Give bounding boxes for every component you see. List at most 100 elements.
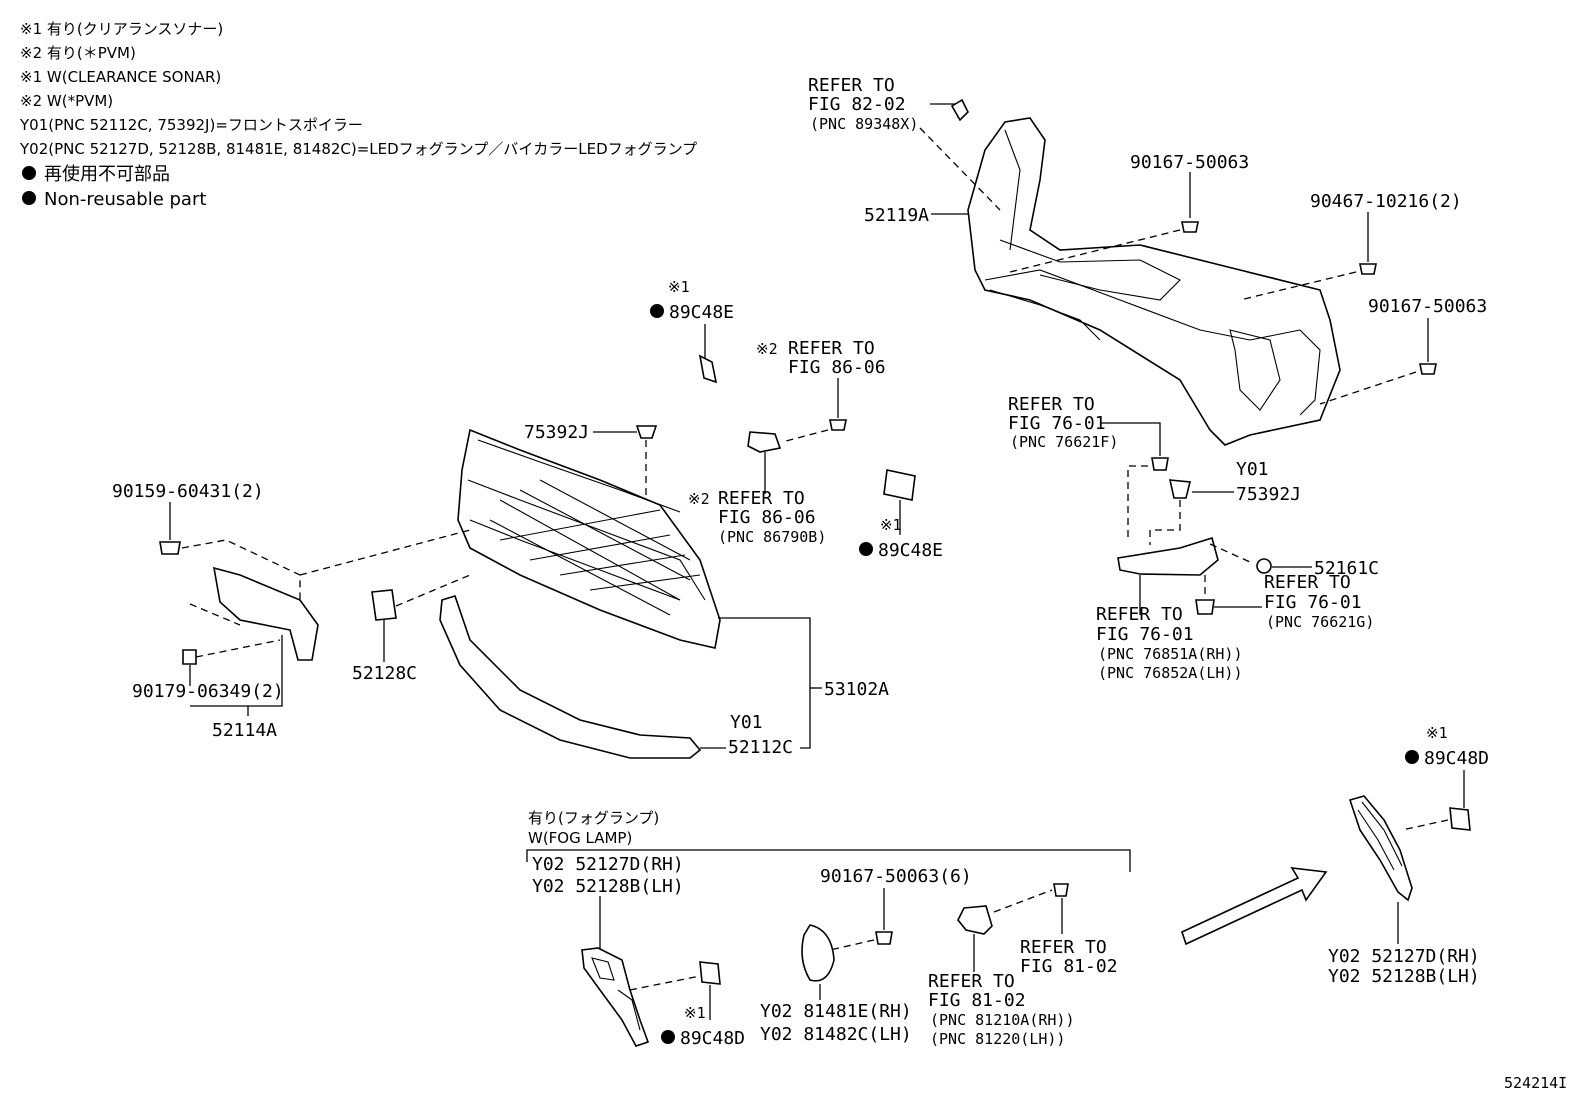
leader-90467-dash	[1239, 271, 1357, 301]
refer-76c-line4: (PNC 76852A(LH))	[1098, 664, 1243, 682]
bracket-89C48D-b-drawing	[699, 961, 721, 985]
refer-81a-line2: FIG 81-02	[1020, 956, 1118, 977]
note-1: ※1 有り(クリアランスソナー)	[20, 20, 223, 38]
part-90159-60431-label: 90159-60431(2)	[112, 481, 264, 502]
cap-52128C-drawing	[371, 589, 397, 621]
leader-75392J-b-dash	[1149, 500, 1181, 545]
refer-82-line2: FIG 82-02	[808, 94, 906, 115]
non-reusable-dot-icon	[661, 1030, 675, 1044]
leader-90159-dash	[181, 539, 301, 610]
fog-bezel-52127D-drawing	[581, 947, 650, 1047]
leader-52114A-dash	[189, 603, 241, 626]
marker-s1-b: ※1	[880, 516, 902, 534]
clip-75392J-b-drawing	[1168, 479, 1192, 499]
part-52114A-label: 52114A	[212, 720, 277, 741]
non-reusable-dot-icon	[650, 304, 664, 318]
notes-block: ※1 有り(クリアランスソナー) ※2 有り(＊PVM) ※1 W(CLEARA…	[19, 20, 697, 210]
part-52114A-drawing	[212, 566, 319, 661]
part-89C48D-label-a: 89C48D	[1424, 748, 1489, 769]
garnish-76851A-drawing	[1117, 536, 1219, 576]
leader-52161C-dash	[1209, 543, 1251, 563]
non-reusable-dot-icon	[859, 542, 873, 556]
fog-label-1: Y02 52127D(RH)	[532, 854, 684, 875]
part-52128C-label: 52128C	[352, 663, 417, 684]
part-90467-10216-label: 90467-10216(2)	[1310, 191, 1462, 212]
bolt-90167-6-drawing	[875, 931, 893, 945]
bolt-86a-drawing	[829, 419, 847, 431]
right-label-2: Y02 52128B(LH)	[1328, 966, 1480, 987]
bracket-89C48D-a-drawing	[1449, 807, 1471, 831]
right-label-1: Y02 52127D(RH)	[1328, 946, 1480, 967]
part-53102A-label: 53102A	[824, 679, 889, 700]
marker-s1: ※1	[668, 278, 690, 296]
refer-81b-line4: (PNC 81220(LH))	[930, 1030, 1065, 1048]
part-90167-50063-6-label: 90167-50063(6)	[820, 866, 972, 887]
part-52112C-label: 52112C	[728, 737, 793, 758]
part-89C48E-label-b: 89C48E	[878, 540, 943, 561]
note-4: ※2 W(*PVM)	[20, 92, 113, 110]
clip-90179-drawing	[182, 649, 197, 665]
refer-76c-line1: REFER TO	[1096, 604, 1183, 625]
marker-s2-b: ※2	[688, 490, 710, 508]
bolt-90167-b-drawing	[1419, 363, 1437, 375]
refer-81a-line1: REFER TO	[1020, 937, 1107, 958]
part-52119A-label: 52119A	[864, 205, 929, 226]
part-90167-50063-label: 90167-50063	[1130, 152, 1249, 173]
leader-90167-b-dash	[1319, 371, 1417, 405]
refer-76b-line3: (PNC 76621G)	[1266, 613, 1374, 631]
refer-86a-line2: FIG 86-06	[788, 357, 886, 378]
leader-fog-lamp-dash	[993, 889, 1053, 913]
refer-76a-line1: REFER TO	[1008, 394, 1095, 415]
fog-lamp-81210A-drawing	[957, 905, 993, 935]
part-52161C-label: 52161C	[1314, 558, 1379, 579]
fog-label-3: Y02 81481E(RH)	[760, 1001, 912, 1022]
note-5: Y01(PNC 52112C, 75392J)=フロントスポイラー	[19, 116, 363, 134]
refer-86b-line2: FIG 86-06	[718, 507, 816, 528]
fog-group-bracket	[526, 849, 1131, 872]
part-75392J-label-b: 75392J	[1236, 484, 1301, 505]
bolt-90159-drawing	[159, 541, 181, 555]
leader-86a-dash	[781, 429, 829, 443]
fog-label-4: Y02 81482C(LH)	[760, 1024, 912, 1045]
refer-82-line1: REFER TO	[808, 75, 895, 96]
marker-s2: ※2	[756, 340, 778, 358]
y01-label-b: Y01	[730, 712, 763, 733]
leader-76621F	[1100, 422, 1161, 456]
note-7: 再使用不可部品	[44, 164, 170, 185]
part-75392J-label-a: 75392J	[524, 422, 589, 443]
figure-id: 524214I	[1504, 1074, 1567, 1092]
direction-arrow-icon	[1181, 867, 1328, 946]
non-reusable-dot-icon	[1405, 750, 1419, 764]
part-52119A-drawing	[967, 117, 1341, 446]
refer-81b-line3: (PNC 81210A(RH))	[930, 1011, 1075, 1029]
fog-group-jp: 有り(フォグランプ)	[528, 809, 659, 827]
part-53102A-drawing	[457, 428, 721, 649]
clip-89348X-drawing	[950, 98, 969, 122]
leader-76621F-dash	[1127, 465, 1148, 540]
leader-52114A	[190, 635, 283, 707]
nut-52161C-drawing	[1256, 558, 1272, 574]
note-8: Non-reusable part	[44, 189, 206, 210]
note-6: Y02(PNC 52127D, 52128B, 81481E, 81482C)=…	[19, 140, 697, 158]
sensor-86790B-drawing	[747, 431, 782, 453]
non-reusable-dot-icon	[22, 191, 36, 205]
refer-81b-line2: FIG 81-02	[928, 990, 1026, 1011]
leader-90167-6-dash	[829, 939, 875, 951]
leader-89C48D-a-dash	[1401, 819, 1449, 831]
part-89C48E-label: 89C48E	[669, 302, 734, 323]
part-52112C-drawing	[439, 595, 702, 759]
note-3: ※1 W(CLEARANCE SONAR)	[20, 68, 221, 86]
bolt-fog-lamp-drawing	[1053, 883, 1069, 897]
leader-52114A-dash	[299, 529, 471, 576]
refer-76a-line2: FIG 76-01	[1008, 413, 1106, 434]
part-89C48D-label-b: 89C48D	[680, 1028, 745, 1049]
note-2: ※2 有り(＊PVM)	[20, 44, 136, 62]
refer-76b-line2: FIG 76-01	[1264, 592, 1362, 613]
leader-fog-bracket-dash	[629, 975, 701, 991]
refer-86b-line1: REFER TO	[718, 488, 805, 509]
clip-76621G-drawing	[1195, 599, 1215, 615]
refer-76b-line1: REFER TO	[1264, 572, 1351, 593]
refer-76c-line3: (PNC 76851A(RH))	[1098, 645, 1243, 663]
leader-53102A	[718, 617, 811, 749]
